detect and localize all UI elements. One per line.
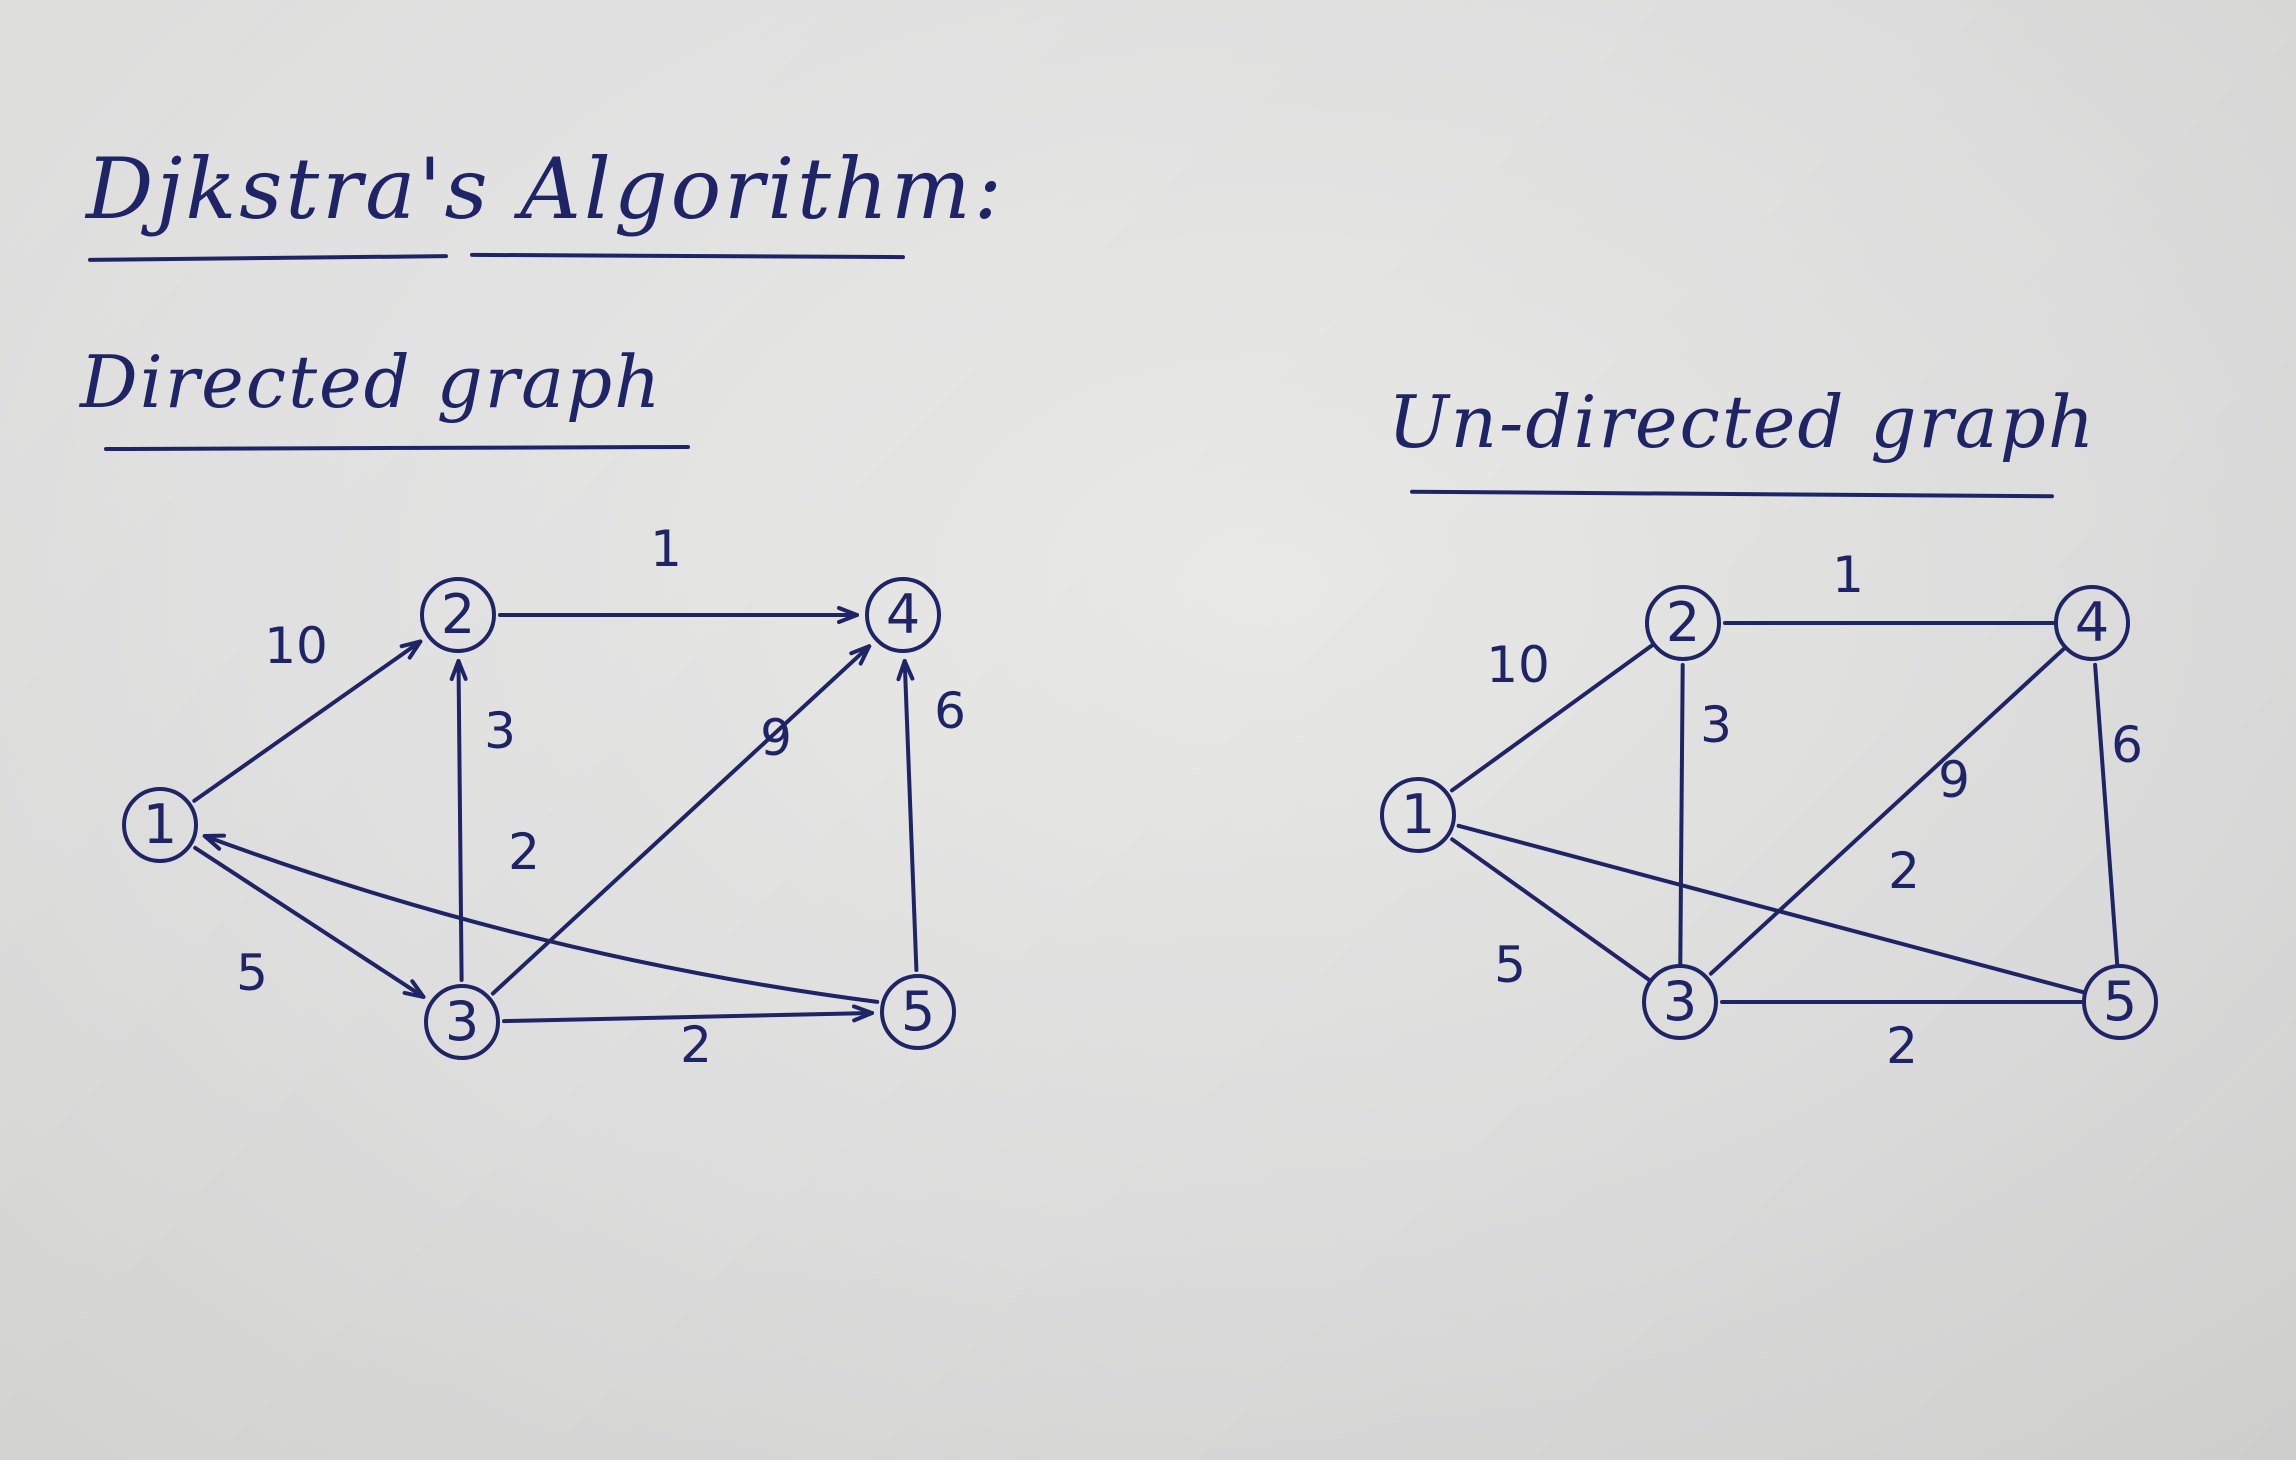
directed-node-1-label: 1: [143, 793, 177, 856]
undirected-edge-weight-1-3: 5: [1494, 936, 1526, 994]
directed-node-3-circle: [424, 984, 500, 1060]
directed-edge-weight-3-5: 2: [680, 1016, 712, 1074]
undirected-edge-weight-3-5: 2: [1886, 1017, 1918, 1075]
undirected-graph-title: Un-directed graph: [1388, 380, 2097, 464]
undirected-node-3-label: 3: [1663, 970, 1697, 1033]
directed-edge-weight-1-3: 5: [236, 944, 268, 1002]
directed-graph-title: Directed graph: [80, 340, 663, 424]
undirected-edge-weight-2-3: 3: [1700, 696, 1732, 754]
undirected-edge-4-5: [2093, 662, 2120, 967]
undirected-node-5-circle: [2082, 964, 2158, 1040]
undirected-edge-weight-1-5: 2: [1888, 842, 1920, 900]
directed-edge-weight-3-4: 9: [760, 709, 792, 767]
directed-node-3-label: 3: [445, 990, 479, 1053]
directed-edge-weight-5-4: 6: [934, 682, 966, 740]
directed-edge-weight-1-2: 10: [264, 617, 328, 675]
directed-edge-5-4: [896, 659, 919, 972]
undirected-edge-weight-3-4: 9: [1938, 751, 1970, 809]
undirected-node-1-label: 1: [1401, 783, 1435, 846]
directed-edge-3-2: [449, 659, 468, 982]
directed-node-4-label: 4: [886, 583, 920, 646]
directed-node-2-label: 2: [441, 583, 475, 646]
undirected-node-2-circle: [1645, 585, 1721, 661]
directed-node-4-circle: [865, 577, 941, 653]
undirected-node-4-label: 4: [2075, 591, 2109, 654]
directed-edge-weight-3-2: 3: [484, 702, 516, 760]
undirected-edge-weight-1-2: 10: [1486, 636, 1550, 694]
directed-node-5-label: 5: [901, 980, 935, 1043]
undirected-edge-weight-4-5: 6: [2111, 716, 2143, 774]
undirected-node-1-circle: [1380, 777, 1456, 853]
undirected-edge-3-4: [1708, 646, 2066, 976]
directed-edge-3-5: [502, 1004, 874, 1024]
undirected-node-2-label: 2: [1666, 591, 1700, 654]
directed-edge-weight-5-1: 2: [508, 823, 540, 881]
directed-edge-weight-2-4: 1: [650, 520, 682, 578]
directed-edge-3-4: [490, 644, 872, 996]
directed-node-1-circle: [122, 787, 198, 863]
undirected-edge-2-3: [1678, 663, 1685, 966]
undirected-node-5-label: 5: [2103, 970, 2137, 1033]
undirected-edge-weight-2-4: 1: [1832, 546, 1864, 604]
directed-node-2-circle: [420, 577, 496, 653]
directed-edge-1-3: [193, 845, 426, 999]
undirected-edge-1-5: [1456, 823, 2086, 995]
undirected-edge-1-3: [1450, 837, 1652, 982]
directed-edge-5-1: [202, 833, 880, 1004]
undirected-node-4-circle: [2054, 585, 2130, 661]
undirected-node-3-circle: [1642, 964, 1718, 1040]
page-title: Djkstra's Algorithm:: [86, 140, 1005, 238]
undirected-edge-1-2: [1450, 643, 1655, 793]
directed-node-5-circle: [880, 974, 956, 1050]
directed-edge-1-2: [192, 639, 423, 803]
